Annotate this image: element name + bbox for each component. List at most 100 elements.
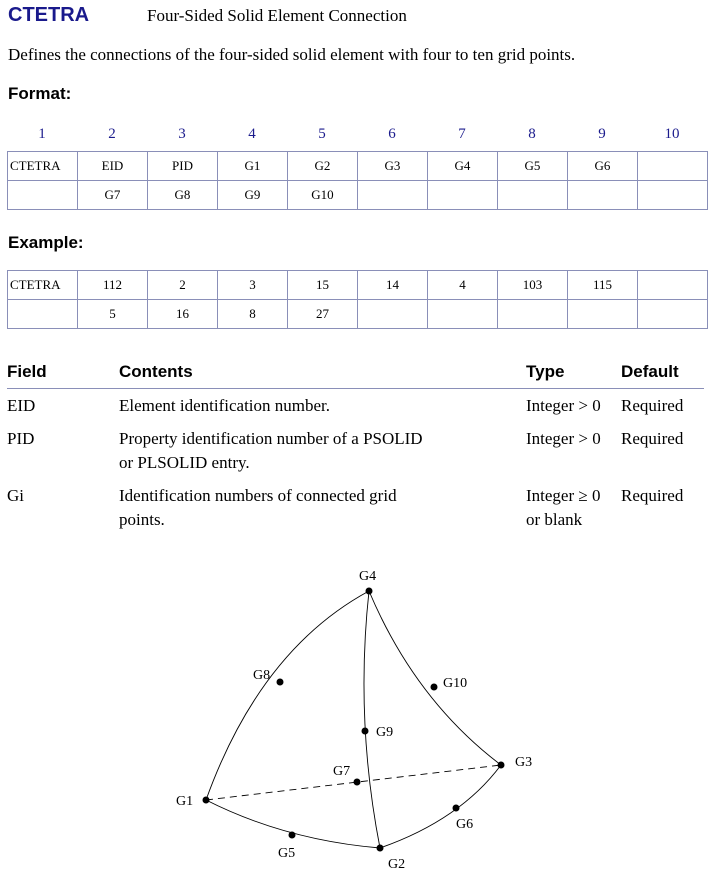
table-cell bbox=[637, 299, 708, 329]
fields-table-header: Field Contents Type Default bbox=[7, 362, 704, 389]
table-cell: 112 bbox=[77, 270, 148, 300]
grid-point-g6 bbox=[452, 804, 460, 812]
table-cell bbox=[567, 299, 638, 329]
label-g2: G2 bbox=[388, 857, 405, 872]
column-number: 1 bbox=[38, 126, 46, 142]
column-number: 2 bbox=[108, 126, 116, 142]
label-g3: G3 bbox=[515, 755, 532, 770]
field-default: Required bbox=[621, 486, 684, 505]
table-cell: 8 bbox=[217, 299, 288, 329]
field-type: Integer > 0 bbox=[526, 396, 601, 415]
grid-point-g7 bbox=[353, 778, 361, 786]
grid-point-g3 bbox=[497, 761, 505, 769]
table-cell bbox=[567, 180, 638, 210]
field-name: PID bbox=[7, 429, 35, 448]
field-name: Gi bbox=[7, 486, 24, 505]
label-g7: G7 bbox=[333, 764, 350, 779]
edge-g4-g1 bbox=[205, 590, 370, 801]
field-contents-continued: or PLSOLID entry. bbox=[119, 453, 250, 472]
edge-g4-g3 bbox=[368, 590, 502, 766]
format-heading: Format: bbox=[8, 84, 72, 103]
column-number: 7 bbox=[458, 126, 466, 142]
table-cell: CTETRA bbox=[7, 270, 78, 300]
table-row: 5 16 8 27 bbox=[7, 299, 708, 329]
table-cell: 16 bbox=[147, 299, 218, 329]
table-cell: G9 bbox=[217, 180, 288, 210]
table-row: CTETRA 112 2 3 15 14 4 103 115 bbox=[7, 270, 708, 300]
field-type: Integer ≥ 0 bbox=[526, 486, 601, 505]
table-cell: 115 bbox=[567, 270, 638, 300]
label-g1: G1 bbox=[176, 794, 193, 809]
table-cell: G2 bbox=[287, 151, 358, 181]
label-g8: G8 bbox=[253, 668, 270, 683]
field-type-continued: or blank bbox=[526, 510, 583, 529]
label-g6: G6 bbox=[456, 817, 473, 832]
column-number: 4 bbox=[248, 126, 256, 142]
table-cell: EID bbox=[77, 151, 148, 181]
table-cell bbox=[357, 180, 428, 210]
label-g9: G9 bbox=[376, 725, 393, 740]
edge-g2-g3 bbox=[379, 764, 502, 849]
type-column-header: Type bbox=[526, 362, 565, 381]
field-contents: Element identification number. bbox=[119, 396, 331, 415]
column-number: 8 bbox=[528, 126, 536, 142]
grid-point-g1 bbox=[202, 796, 210, 804]
table-cell bbox=[357, 299, 428, 329]
table-cell bbox=[637, 270, 708, 300]
table-cell: 103 bbox=[497, 270, 568, 300]
table-row: G7 G8 G9 G10 bbox=[7, 180, 708, 210]
field-contents: Identification numbers of connected grid bbox=[119, 486, 397, 505]
table-cell: G5 bbox=[497, 151, 568, 181]
table-cell: G4 bbox=[427, 151, 498, 181]
table-cell bbox=[7, 180, 78, 210]
column-number: 3 bbox=[178, 126, 186, 142]
table-cell: 4 bbox=[427, 270, 498, 300]
label-g10: G10 bbox=[443, 676, 467, 691]
table-cell: G1 bbox=[217, 151, 288, 181]
tetrahedron-diagram: G4 G8 G10 G9 G3 G7 G1 G6 G5 G2 bbox=[176, 569, 532, 872]
grid-point-g2 bbox=[376, 844, 384, 852]
table-cell bbox=[497, 180, 568, 210]
format-table: CTETRA EID PID G1 G2 G3 G4 G5 G6 G7 G8 G… bbox=[7, 151, 708, 210]
label-g4: G4 bbox=[359, 569, 376, 584]
contents-column-header: Contents bbox=[119, 362, 193, 381]
field-column-header: Field bbox=[7, 362, 47, 381]
table-cell: 15 bbox=[287, 270, 358, 300]
default-column-header: Default bbox=[621, 362, 679, 381]
grid-point-g4 bbox=[365, 587, 373, 595]
entry-description: Defines the connections of the four-side… bbox=[8, 45, 576, 64]
table-cell: 14 bbox=[357, 270, 428, 300]
column-number: 10 bbox=[664, 126, 680, 142]
table-cell: CTETRA bbox=[7, 151, 78, 181]
table-cell: G6 bbox=[567, 151, 638, 181]
edge-g1-g3-hidden bbox=[205, 764, 502, 801]
table-cell: G8 bbox=[147, 180, 218, 210]
example-heading: Example: bbox=[8, 233, 84, 252]
table-cell: 2 bbox=[147, 270, 218, 300]
table-row: CTETRA EID PID G1 G2 G3 G4 G5 G6 bbox=[7, 151, 708, 181]
grid-point-g5 bbox=[288, 831, 296, 839]
table-cell: G7 bbox=[77, 180, 148, 210]
column-number: 9 bbox=[598, 126, 606, 142]
entry-title: Four-Sided Solid Element Connection bbox=[147, 6, 407, 25]
grid-point-g8 bbox=[276, 678, 284, 686]
label-g5: G5 bbox=[278, 846, 295, 861]
table-cell: PID bbox=[147, 151, 218, 181]
column-number: 6 bbox=[388, 126, 396, 142]
table-cell bbox=[637, 180, 708, 210]
table-cell: G10 bbox=[287, 180, 358, 210]
table-cell bbox=[7, 299, 78, 329]
field-default: Required bbox=[621, 396, 684, 415]
field-contents: Property identification number of a PSOL… bbox=[119, 429, 423, 448]
table-cell bbox=[637, 151, 708, 181]
entry-name: CTETRA bbox=[8, 4, 90, 26]
field-contents-continued: points. bbox=[119, 510, 165, 529]
grid-point-g10 bbox=[430, 683, 438, 691]
table-cell: G3 bbox=[357, 151, 428, 181]
table-cell: 5 bbox=[77, 299, 148, 329]
edge-g1-g2 bbox=[205, 799, 381, 849]
field-default: Required bbox=[621, 429, 684, 448]
table-cell bbox=[427, 299, 498, 329]
field-type: Integer > 0 bbox=[526, 429, 601, 448]
edge-g4-g2 bbox=[363, 590, 381, 849]
